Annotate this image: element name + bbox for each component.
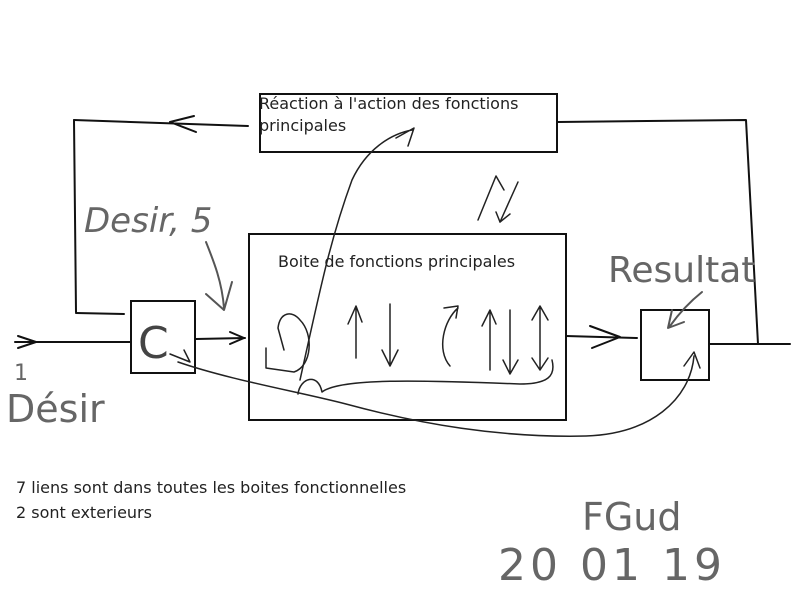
feedback-loop: [73, 115, 759, 345]
resultat-handwriting: Resultat: [608, 250, 755, 291]
date-handwriting: 20 01 19: [498, 540, 726, 591]
comparator-label: C: [138, 318, 169, 369]
desir-handwriting: Désir: [6, 387, 105, 431]
output-box: [640, 309, 710, 381]
reaction-box: [259, 93, 558, 153]
note-line-1: 7 liens sont dans toutes les boites fonc…: [16, 478, 407, 497]
comparator-box: [130, 300, 196, 374]
note-line-2: 2 sont exterieurs: [16, 503, 152, 522]
handwritten-arrows: [205, 241, 703, 329]
main-flow: [14, 325, 791, 349]
internal-links: [265, 127, 554, 395]
main-box-label: Boite de fonctions principales: [278, 252, 516, 271]
desirs-handwriting: Desir, 5: [84, 201, 212, 241]
signature-handwriting: FGud: [582, 495, 682, 539]
input-index-handwriting: 1: [14, 361, 28, 386]
exterior-links: [169, 349, 701, 437]
reaction-box-label: Réaction à l'action des fonctions princi…: [259, 94, 519, 135]
main-functions-box: [248, 233, 567, 421]
exchange-arrows: [477, 175, 519, 223]
